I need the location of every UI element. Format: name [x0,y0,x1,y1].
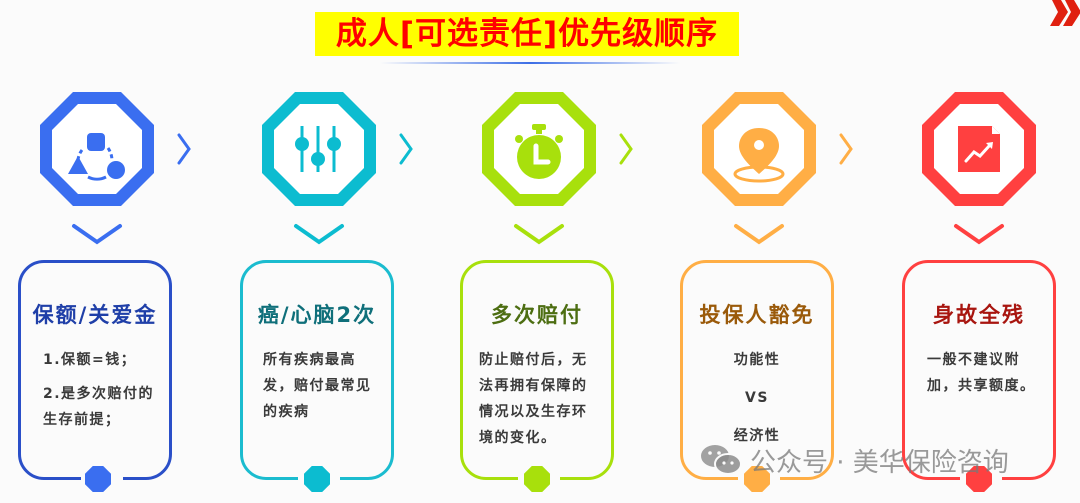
sliders-icon [295,126,341,172]
octagon-frame [40,92,154,206]
card-line: 功能性 [733,352,781,368]
card: 身故全残 一般不建议附加，共享额度。 [902,260,1056,480]
step-3: 多次赔付 防止赔付后，无法再拥有保障的情况以及生存环境的变化。 [460,0,680,503]
octagon-frame [482,92,596,206]
octagon-frame [262,92,376,206]
chevron-down-icon [72,224,122,245]
card-line: 1.保额=钱； [43,352,137,368]
octagon-dot [304,466,330,492]
octagon-dot [524,466,550,492]
watermark-text: 公众号 · 美华保险咨询 [750,447,1009,478]
card-title: 投保人豁免 [699,303,815,327]
octagon-frame [922,92,1036,206]
card-line: 一般不建议附加，共享额度。 [927,352,1036,394]
card-body: 所有疾病最高发，赔付最常见的疾病 [263,347,377,425]
step-5: 身故全残 一般不建议附加，共享额度。 [902,0,1080,503]
card-body: 功能性 VS 经济性 [683,347,831,461]
card-body: 1.保额=钱； 2.是多次赔付的生存前提； [43,347,155,433]
card-title: 癌/心脑2次 [257,303,377,327]
chevron-right-icon [619,133,633,165]
chevron-down-icon [954,224,1004,245]
octagon-dot [966,466,992,492]
card-line: 2.是多次赔付的生存前提； [43,386,155,428]
location-pin-icon [733,128,785,183]
document-chart-icon [958,126,1000,172]
card-line: VS [745,390,769,406]
chevron-down-icon [294,224,344,245]
step-1: 保额/关爱金 1.保额=钱； 2.是多次赔付的生存前提； [18,0,238,503]
title-underline [380,62,680,64]
card: 癌/心脑2次 所有疾病最高发，赔付最常见的疾病 [240,260,394,480]
octagon-dot [85,466,111,492]
double-chevron-icon [1050,0,1080,26]
card-title: 身故全残 [933,303,1025,327]
chevron-down-icon [734,224,784,245]
card-title: 多次赔付 [491,303,583,327]
card: 保额/关爱金 1.保额=钱； 2.是多次赔付的生存前提； [18,260,172,480]
step-2: 癌/心脑2次 所有疾病最高发，赔付最常见的疾病 [240,0,460,503]
card: 多次赔付 防止赔付后，无法再拥有保障的情况以及生存环境的变化。 [460,260,614,480]
shapes-cycle-icon [68,133,125,181]
card-line: 经济性 [733,428,781,444]
card-body: 一般不建议附加，共享额度。 [927,347,1043,399]
card: 投保人豁免 功能性 VS 经济性 [680,260,834,480]
chevron-right-icon [177,133,191,165]
step-4: 投保人豁免 功能性 VS 经济性 [680,0,900,503]
card-title: 保额/关爱金 [32,303,158,327]
chevron-right-icon [839,133,853,165]
wechat-icon [701,445,742,475]
page-title: 成人[可选责任]优先级顺序 [315,12,739,56]
watermark: 公众号 · 美华保险咨询 [700,440,1009,480]
octagon-dot [744,466,770,492]
octagon-frame [702,92,816,206]
card-body: 防止赔付后，无法再拥有保障的情况以及生存环境的变化。 [479,347,601,451]
card-line: 防止赔付后，无法再拥有保障的情况以及生存环境的变化。 [479,352,588,446]
stopwatch-icon [515,124,563,179]
chevron-right-icon [399,133,413,165]
chevron-down-icon [514,224,564,245]
card-line: 所有疾病最高发，赔付最常见的疾病 [263,352,372,420]
